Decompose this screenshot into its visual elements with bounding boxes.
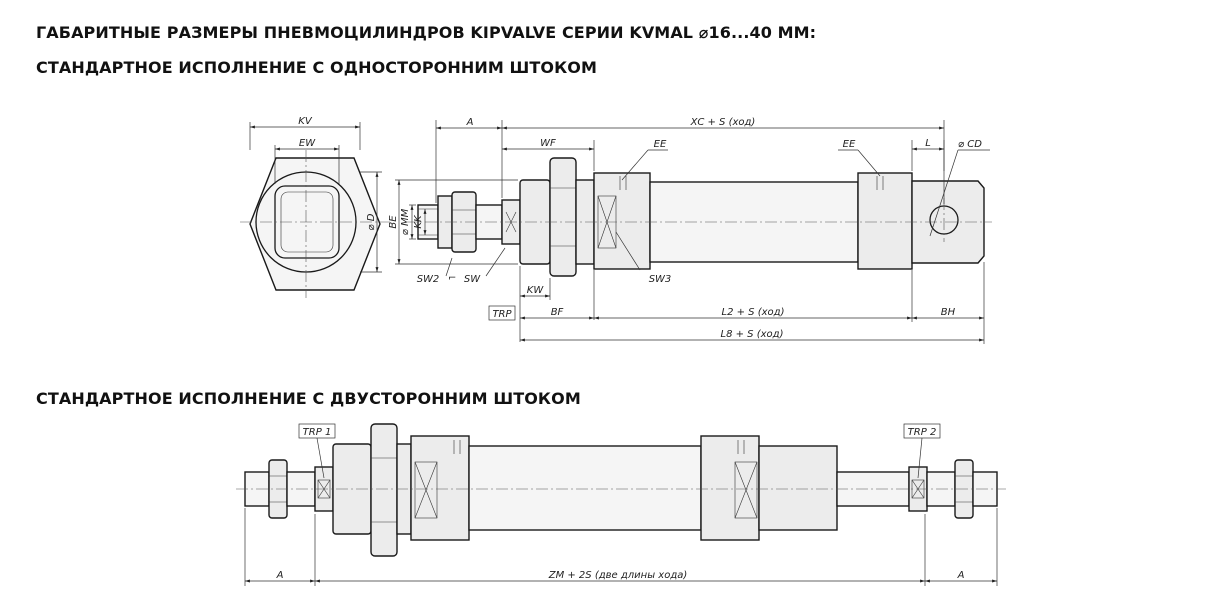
double-rod-heading: СТАНДАРТНОЕ ИСПОЛНЕНИЕ С ДВУСТОРОННИМ ШТ… xyxy=(36,389,581,408)
label-wf: WF xyxy=(540,138,556,149)
label-l: L xyxy=(925,138,931,149)
label-kv: KV xyxy=(298,116,313,127)
main-title: ГАБАРИТНЫЕ РАЗМЕРЫ ПНЕВМОЦИЛИНДРОВ KIPVA… xyxy=(36,23,817,42)
end-view: KV EW ⌀ D xyxy=(240,116,390,298)
label-ee-rear: EE xyxy=(843,139,856,150)
label-sw: SW xyxy=(464,274,481,285)
single-rod-heading: СТАНДАРТНОЕ ИСПОЛНЕНИЕ С ОДНОСТОРОННИМ Ш… xyxy=(36,58,597,77)
label-l8-s: L8 + S (ход) xyxy=(721,329,784,340)
wrench-icon: ⌐ xyxy=(448,273,456,284)
label-kk: KK xyxy=(413,214,424,229)
label-trp: TRP xyxy=(492,309,512,320)
label-l2-s: L2 + S (ход) xyxy=(722,307,785,318)
label-sw3: SW3 xyxy=(649,274,672,285)
double-rod-drawing: TRP 1 TRP 2 A ZM + 2S (две длины хода) A xyxy=(236,423,1006,586)
label-xc-s: XC + S (ход) xyxy=(690,117,756,128)
label-d: ⌀ D xyxy=(366,213,377,230)
label-trp1: TRP 1 xyxy=(303,427,332,438)
label-mm: ⌀ MM xyxy=(400,208,411,235)
label-bf: BF xyxy=(551,307,564,318)
label-cd: ⌀ CD xyxy=(958,139,982,150)
label-bh: BH xyxy=(941,307,956,318)
label-kw: KW xyxy=(527,285,545,296)
label-ee-front: EE xyxy=(654,139,667,150)
label-be: BE xyxy=(388,215,399,229)
label-trp2: TRP 2 xyxy=(908,427,937,438)
label-a-left: A xyxy=(276,570,284,581)
side-view: A XC + S (ход) WF EE EE L ⌀ CD xyxy=(388,117,992,344)
single-rod-drawing: KV EW ⌀ D xyxy=(240,116,992,344)
label-ew: EW xyxy=(299,138,316,149)
label-a: A xyxy=(466,117,474,128)
label-a-right: A xyxy=(957,570,965,581)
label-zm-2s: ZM + 2S (две длины хода) xyxy=(548,570,688,581)
label-sw2: SW2 xyxy=(417,274,440,285)
